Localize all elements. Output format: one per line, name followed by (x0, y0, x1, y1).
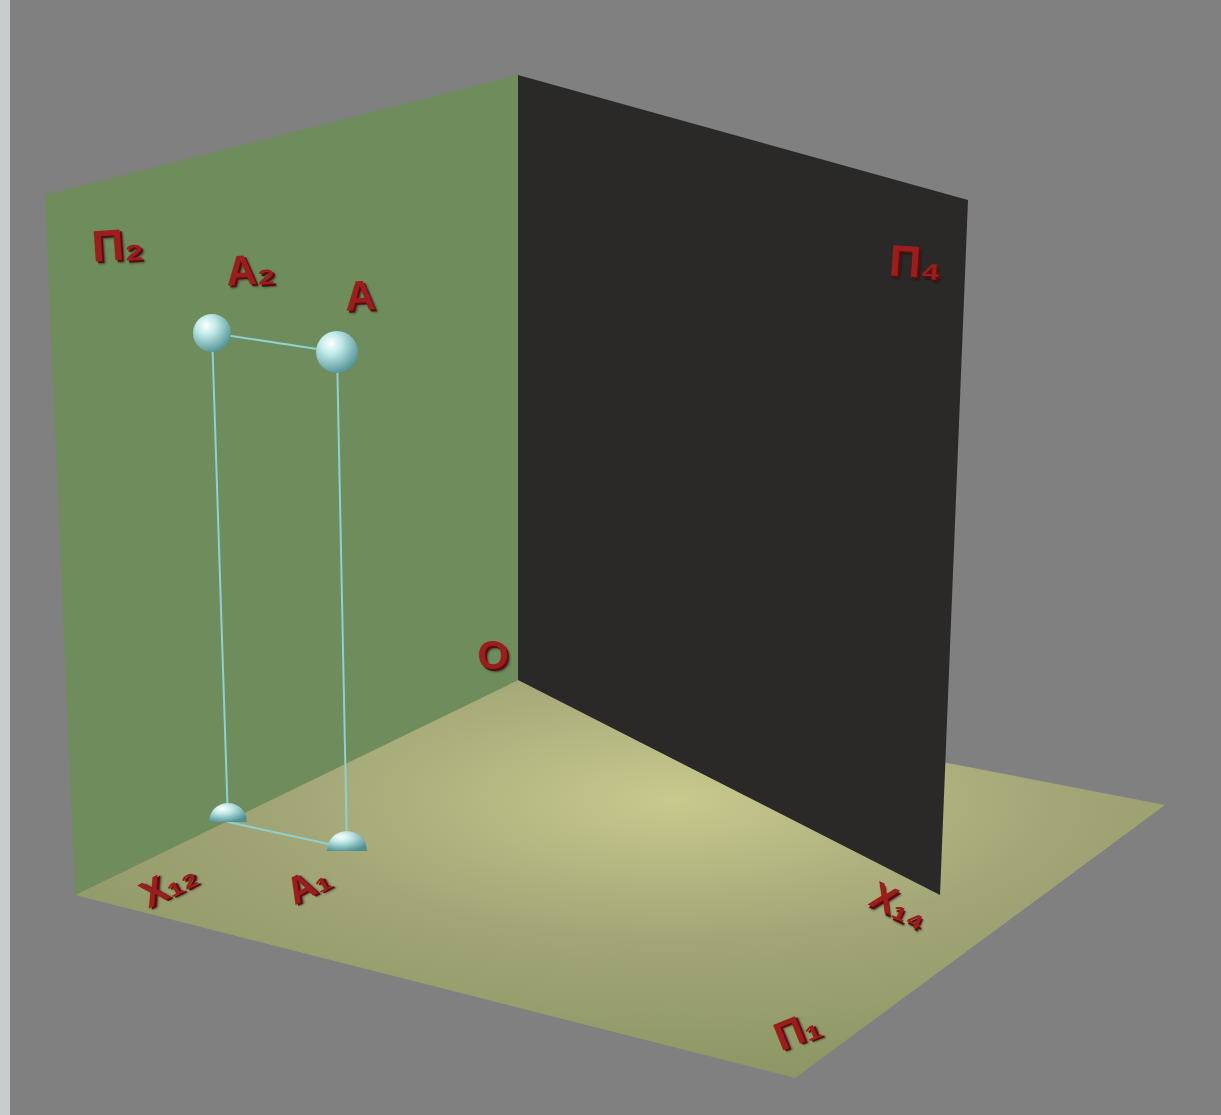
point-name: A₂ (224, 247, 276, 292)
points (193, 314, 367, 851)
profile-plane (518, 75, 968, 895)
projection-lines (212, 333, 347, 848)
plane-name: П₄ (887, 238, 943, 286)
point-name: A (344, 274, 377, 318)
plane-name: П₂ (91, 221, 145, 268)
frontal-plane (45, 75, 518, 895)
window-edge (0, 0, 10, 1115)
origin-name: O (477, 635, 508, 675)
